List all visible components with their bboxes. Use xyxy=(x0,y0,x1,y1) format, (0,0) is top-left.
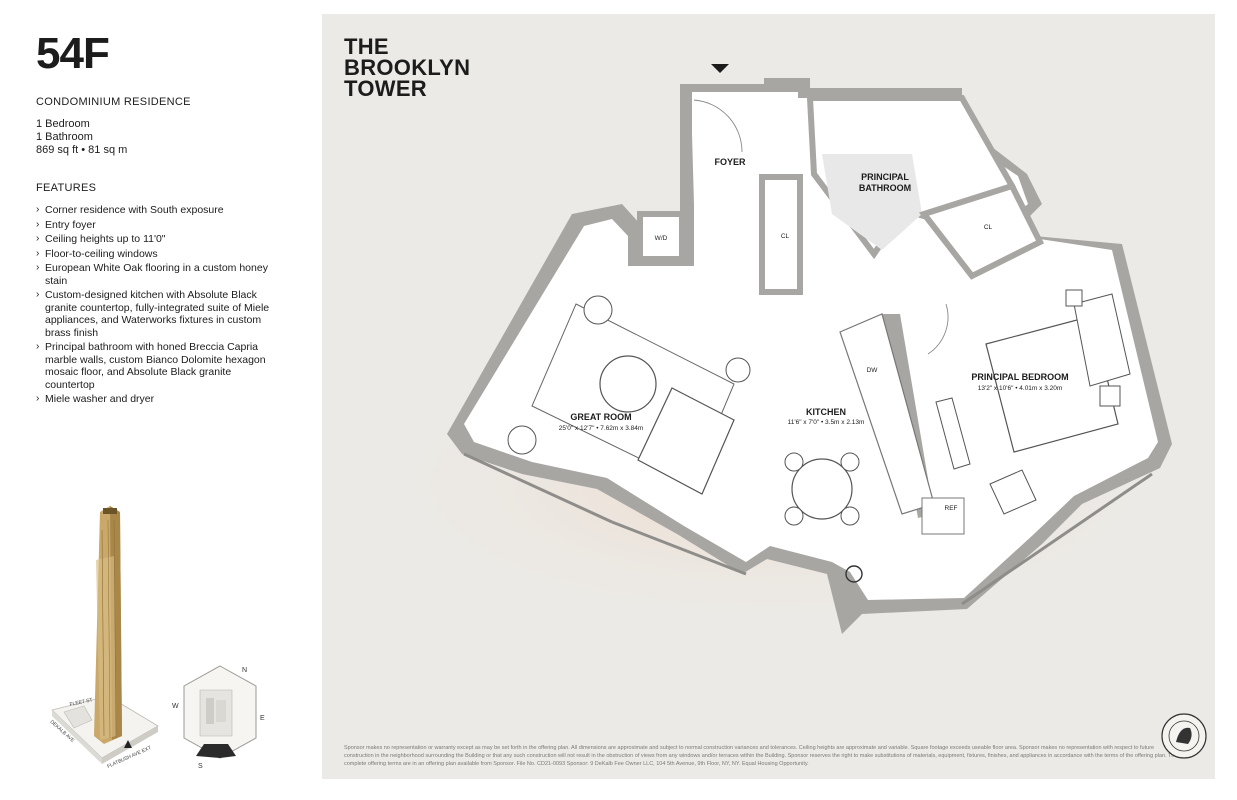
spec-bathrooms: 1 Bathroom xyxy=(36,131,93,143)
nightstand xyxy=(1065,289,1083,307)
north-label: N xyxy=(242,667,247,674)
feature-item: European White Oak flooring in a custom … xyxy=(36,262,276,287)
room-label-wd: W/D xyxy=(654,235,668,242)
room-label-foyer: FOYER xyxy=(714,157,746,167)
door-swing xyxy=(927,303,949,355)
plant-icon xyxy=(845,565,863,583)
armchair xyxy=(583,295,613,325)
features-list: Corner residence with South exposure Ent… xyxy=(36,204,276,408)
room-label-bedroom: PRINCIPAL BEDROOM xyxy=(971,372,1069,382)
dining-table xyxy=(791,458,853,520)
spec-area: 869 sq ft • 81 sq m xyxy=(36,144,128,156)
street-label: FLEET ST xyxy=(69,697,93,708)
nightstand xyxy=(1099,385,1121,407)
room-label-bathroom-1: PRINCIPAL xyxy=(861,172,909,182)
unit-specs: 1 Bedroom 1 Bathroom 869 sq ft • 81 sq m xyxy=(36,118,127,157)
armchair xyxy=(507,425,537,455)
room-dims-bedroom: 13'2" x 10'6" • 4.01m x 3.20m xyxy=(977,385,1063,392)
room-label-kitchen: KITCHEN xyxy=(806,407,846,417)
bedroom-closet xyxy=(919,182,1045,280)
ref-box xyxy=(921,497,965,535)
feature-item: Entry foyer xyxy=(36,219,276,232)
listing-info: 54F CONDOMINIUM RESIDENCE 1 Bedroom 1 Ba… xyxy=(0,0,320,800)
sofa xyxy=(637,387,735,495)
key-plan: N E S W xyxy=(170,660,270,780)
room-label-closet: CL xyxy=(780,233,790,240)
dresser xyxy=(935,397,971,470)
window xyxy=(463,452,613,524)
room-label-bathroom-2: BATHROOM xyxy=(858,183,912,193)
appliance-label-ref: REF xyxy=(944,505,958,512)
property-type: CONDOMINIUM RESIDENCE xyxy=(36,96,191,108)
appliance-label-dw: DW xyxy=(866,367,878,374)
south-label: S xyxy=(198,763,203,770)
room-dims-great-room: 25'0" x 12'7" • 7.62m x 3.84m xyxy=(558,425,644,432)
feature-item: Miele washer and dryer xyxy=(36,393,276,406)
foyer-closet xyxy=(759,174,803,295)
legal-disclaimer: Sponsor makes no representation or warra… xyxy=(344,745,1178,767)
west-label: W xyxy=(172,703,179,710)
room-label-closet: CL xyxy=(983,224,993,231)
door-swing xyxy=(693,99,743,153)
room-label-great-room: GREAT ROOM xyxy=(570,412,632,422)
window xyxy=(961,472,1153,606)
feature-item: Corner residence with South exposure xyxy=(36,204,276,217)
floor-plan: FOYER W/D CL PRINCIPAL BATHROOM CL GREAT… xyxy=(322,14,1215,779)
spec-bedrooms: 1 Bedroom xyxy=(36,118,90,130)
bedroom-armchair xyxy=(989,469,1037,515)
feature-item: Principal bathroom with honed Breccia Ca… xyxy=(36,341,276,391)
bathroom-floor xyxy=(822,154,922,250)
unit-number: 54F xyxy=(36,29,110,78)
brand-wordmark: THE BROOKLYN TOWER xyxy=(344,34,471,101)
floor-plan-drawing xyxy=(352,64,1192,634)
east-label: E xyxy=(260,715,265,722)
wd-closet xyxy=(637,211,685,262)
side-table xyxy=(725,357,751,383)
feature-item: Ceiling heights up to 11'0" xyxy=(36,233,276,246)
features-heading: FEATURES xyxy=(36,182,97,194)
tower-illustration: FLEET ST FLATBUSH AVE EXT DEKALB AVE xyxy=(44,500,164,790)
room-dims-kitchen: 11'6" x 7'0" • 3.5m x 2.13m xyxy=(787,419,865,426)
pillows xyxy=(1073,293,1131,387)
window xyxy=(611,520,747,576)
coffee-table xyxy=(599,355,657,413)
entry-arrow-icon xyxy=(711,64,729,73)
brooklyn-seal-logo xyxy=(1160,712,1208,760)
feature-item: Floor-to-ceiling windows xyxy=(36,248,276,261)
feature-item: Custom-designed kitchen with Absolute Bl… xyxy=(36,289,276,339)
